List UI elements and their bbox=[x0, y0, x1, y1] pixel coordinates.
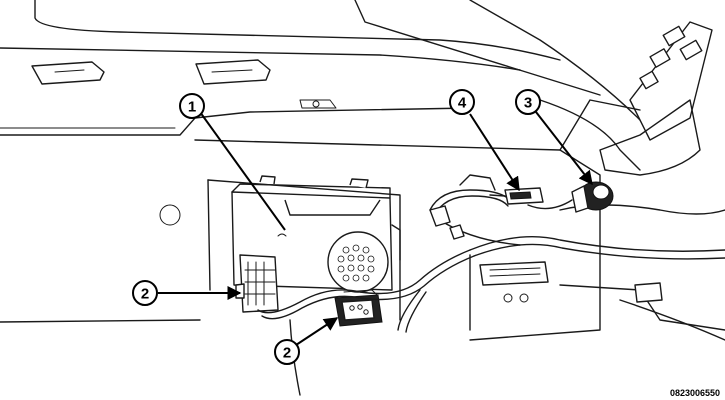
upper-vent-slots bbox=[31, 59, 271, 85]
wiring-harness bbox=[257, 174, 725, 333]
callout-3-label: 3 bbox=[524, 95, 532, 112]
left-connector bbox=[235, 254, 279, 313]
switch-panel bbox=[599, 21, 713, 176]
connector-item-4 bbox=[489, 187, 544, 205]
figure-code: 0823006550 bbox=[670, 388, 720, 398]
leader-1 bbox=[199, 111, 286, 231]
callout-2a-label: 2 bbox=[141, 286, 149, 303]
callout-2b-label: 2 bbox=[283, 345, 291, 362]
callout-4-label: 4 bbox=[458, 95, 467, 112]
leader-4 bbox=[469, 113, 520, 192]
lower-bracket bbox=[469, 254, 725, 341]
callout-2b: 2 bbox=[274, 339, 300, 365]
leader-2b bbox=[295, 317, 339, 346]
vehicle-body-outline bbox=[0, 0, 641, 171]
callout-1: 1 bbox=[179, 93, 205, 119]
callout-4: 4 bbox=[449, 89, 475, 115]
leader-3 bbox=[535, 111, 593, 186]
callout-1-label: 1 bbox=[188, 99, 196, 116]
sensor-item-3 bbox=[527, 181, 614, 213]
lower-body-contour bbox=[0, 319, 301, 396]
callout-2a: 2 bbox=[132, 280, 158, 306]
speaker-grille-holes bbox=[337, 244, 375, 282]
callout-leaders bbox=[158, 111, 593, 346]
callout-3: 3 bbox=[515, 89, 541, 115]
bottom-connector bbox=[334, 289, 383, 327]
